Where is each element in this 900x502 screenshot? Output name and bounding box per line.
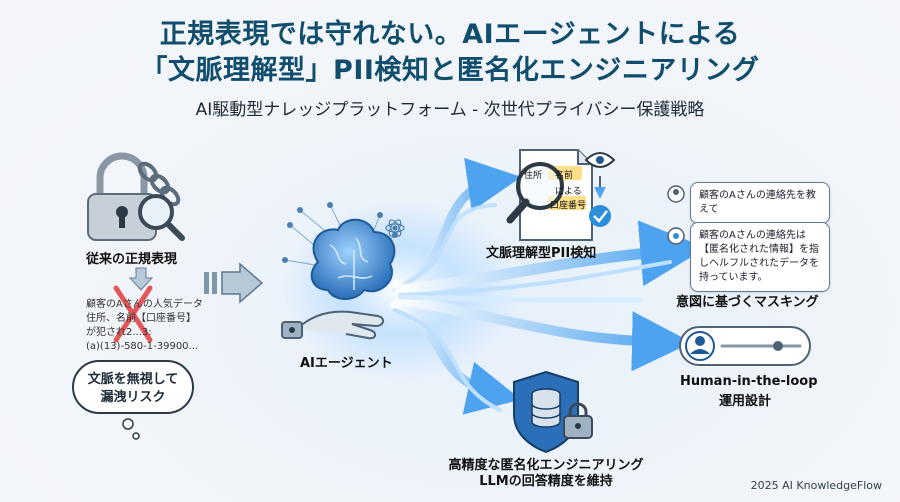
- flow-stream-hitl: [395, 295, 692, 372]
- fail-cross-icon: [113, 285, 153, 343]
- flow-streams: [390, 157, 707, 415]
- legacy-label: 従来の正規表現: [86, 252, 178, 267]
- check-icon: [589, 205, 611, 227]
- lock-icon: [563, 402, 593, 439]
- risk-line2: 漏洩リスク: [100, 390, 166, 405]
- eye-icon: [584, 152, 616, 168]
- ai-brain-icon: [282, 202, 405, 300]
- robot-hand-icon: [281, 310, 384, 340]
- footer-credit: 2025 AI KnowledgeFlow: [750, 479, 882, 492]
- page-title-line2: 「文脈理解型」PII検知と匿名化エンジニアリング: [140, 55, 760, 86]
- hitl-label-line1: Human-in-the-loop: [680, 374, 818, 389]
- atom-icon: [385, 219, 405, 237]
- risk-cloud: 文脈を無視して 漏洩リスク: [72, 360, 194, 414]
- anon-label-line2: LLMの回答精度を維持: [479, 474, 613, 489]
- database-icon: [531, 388, 561, 428]
- hitl-slider-icon: [679, 326, 811, 366]
- masking-label: 意図に基づくマスキング: [676, 295, 819, 310]
- query-bubble: 顧客のAさんの連絡先を教えて: [690, 182, 830, 224]
- page-title-line1: 正規表現では守れない。AIエージェントによる: [159, 19, 741, 50]
- doc-word-account: 口座番号: [550, 201, 587, 211]
- transition-arrow: [204, 262, 264, 304]
- doc-word-address: 住所: [524, 171, 543, 181]
- hitl-label-line2: 運用設計: [718, 394, 771, 409]
- flow-stream-detection-2: [393, 203, 497, 292]
- agent-label: AIエージェント: [300, 356, 393, 371]
- magnifier-icon: [138, 194, 185, 241]
- cloud-tail-1: [122, 418, 134, 430]
- doc-word-name: 名前: [555, 171, 574, 181]
- flow-stream-anon: [390, 300, 522, 415]
- flow-stream-anon-2: [393, 308, 502, 412]
- legacy-document-text: 顧客のAさんの人気データ 住所、名前【口座番号】 が犯され2...3: (a)(…: [86, 299, 203, 352]
- detection-label: 文脈理解型PII検知: [486, 246, 597, 261]
- detection-magnifier-icon: [506, 162, 564, 224]
- reply-bubble: 顧客のAさんの連絡先は【匿名化された情報】を指しヘルフルされたデータを持っていま…: [690, 222, 830, 292]
- risk-line1: 文脈を無視して: [87, 372, 179, 387]
- doc-word-by: による: [555, 187, 582, 197]
- flow-stream-masking: [394, 220, 707, 296]
- page-subtitle: AI駆動型ナレッジプラットフォーム - 次世代プライバシー保護戦略: [195, 100, 705, 120]
- user-avatar-icon: [667, 185, 685, 203]
- cloud-tail-2: [132, 432, 140, 440]
- flow-stream-mid: [397, 294, 643, 303]
- down-arrow-icon: [128, 267, 154, 291]
- ai-avatar-icon: [667, 227, 685, 245]
- flow-stream-masking-2: [398, 260, 672, 297]
- anon-label-line1: 高精度な匿名化エンジニアリング: [448, 458, 644, 473]
